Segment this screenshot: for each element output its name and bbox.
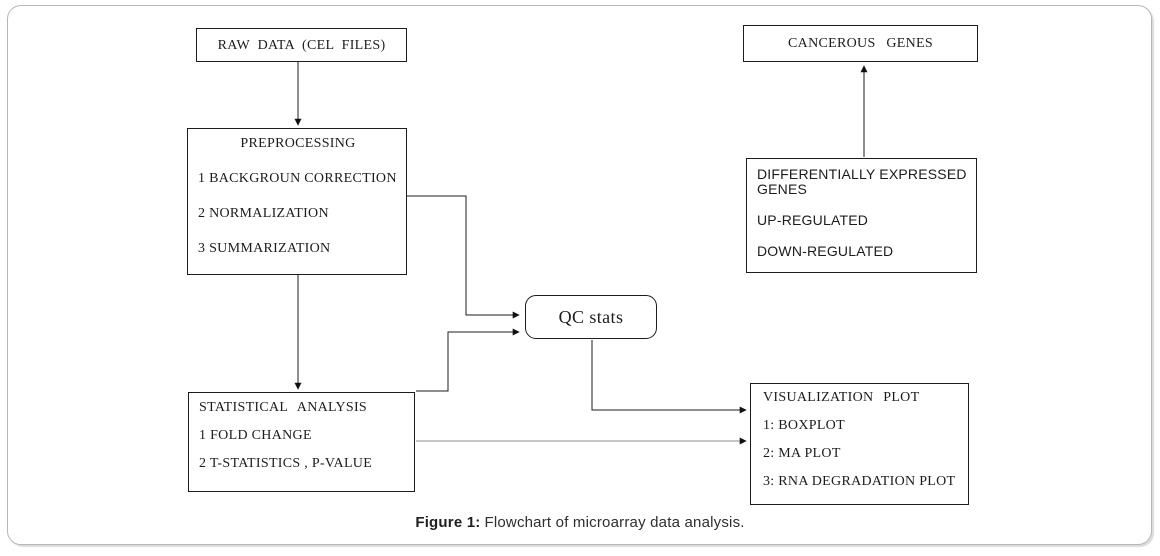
statistical-analysis-title: STATISTICAL ANALYSIS (199, 400, 368, 415)
node-statistical-analysis: STATISTICAL ANALYSIS 1 FOLD CHANGE 2 T-S… (188, 392, 415, 492)
regulation-item: UP-REGULATED (757, 212, 869, 228)
figure-border (7, 5, 1152, 545)
node-qc-stats: QC stats (525, 295, 657, 339)
qc-stats-title: QC stats (558, 306, 624, 327)
figure-caption-label: Figure 1: (415, 514, 481, 531)
regulation-item: DOWN-REGULATED (757, 243, 894, 259)
cancerous-genes-title: CANCEROUS GENES (788, 36, 933, 51)
node-preprocessing: PREPROCESSING 1 BACKGROUN CORRECTION 2 N… (187, 128, 407, 275)
figure-caption-text: Flowchart of microarray data analysis. (484, 514, 745, 531)
visualization-plot-step: 2: MA PLOT (763, 446, 841, 461)
node-differentially-expressed-genes: DIFFERENTIALLY EXPRESSED GENES UP-REGULA… (746, 158, 977, 273)
figure-caption: Figure 1:Flowchart of microarray data an… (0, 514, 1160, 531)
visualization-plot-step: 3: RNA DEGRADATION PLOT (763, 474, 956, 489)
differentially-expressed-genes-title: DIFFERENTIALLY EXPRESSED GENES (757, 166, 967, 197)
visualization-plot-step: 1: BOXPLOT (763, 418, 845, 433)
preprocessing-step: 1 BACKGROUN CORRECTION (198, 171, 397, 186)
raw-data-title: RAW DATA (CEL FILES) (217, 37, 386, 53)
preprocessing-step: 2 NORMALIZATION (198, 206, 329, 221)
visualization-plot-title: VISUALIZATION PLOT (763, 390, 920, 405)
node-raw-data: RAW DATA (CEL FILES) (196, 28, 407, 62)
preprocessing-step: 3 SUMMARIZATION (198, 241, 331, 256)
node-visualization-plot: VISUALIZATION PLOT 1: BOXPLOT 2: MA PLOT… (750, 383, 969, 505)
statistical-analysis-step: 1 FOLD CHANGE (199, 428, 312, 443)
statistical-analysis-step: 2 T-STATISTICS , P-VALUE (199, 456, 373, 471)
node-cancerous-genes: CANCEROUS GENES (743, 25, 978, 62)
preprocessing-title: PREPROCESSING (240, 136, 356, 151)
